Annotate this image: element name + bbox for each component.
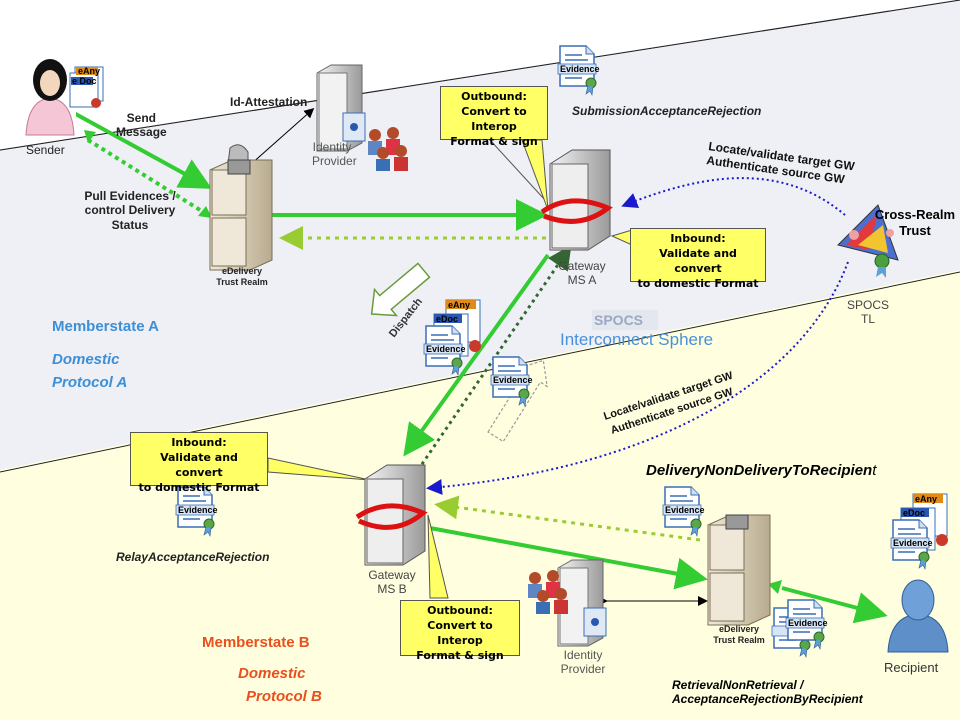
recipient-icon (887, 579, 949, 653)
edelivery-a-label: eDelivery Trust Realm (216, 266, 268, 287)
svg-text:Evidence: Evidence (665, 505, 705, 515)
svg-text:eAny: eAny (448, 300, 470, 310)
edelivery-b-server (707, 514, 771, 626)
domestic-b-label: Domestic (238, 665, 306, 682)
id-attestation-label: Id-Attestation (230, 95, 308, 109)
spocs-logo (592, 310, 658, 330)
svg-text:eAny: eAny (915, 494, 937, 504)
gateway-b-server (355, 464, 428, 566)
protocol-a-label: Protocol A (52, 374, 128, 391)
sender-label: Sender (26, 143, 65, 157)
dispatch-arrow (370, 262, 431, 317)
interconnect-band (0, 0, 960, 470)
spocs-tl-label: SPOCS TL (846, 298, 889, 327)
relay-evidence-label: RelayAcceptanceRejection (116, 550, 270, 564)
id-attestation-arrow (241, 108, 315, 174)
edelivery-a-server (209, 144, 273, 271)
svg-text:Evidence: Evidence (426, 344, 466, 354)
sender-icon (22, 57, 76, 137)
inbound-b-callout: Inbound: Validate and convert to domesti… (130, 432, 268, 494)
svg-text:Evidence: Evidence (560, 64, 600, 74)
evidence-doc-submission: Evidence (557, 45, 600, 96)
inbound-a-callout: Inbound: Validate and convert to domesti… (630, 228, 766, 290)
svg-text:Evidence: Evidence (178, 505, 218, 515)
interconnect-sphere-label: Interconnect Sphere (560, 330, 714, 349)
memberstate-b-label: Memberstate B (202, 634, 310, 651)
identity-people-a (368, 127, 408, 171)
edelivery-b-label: eDelivery Trust Realm (713, 624, 765, 645)
send-message-arrow (71, 110, 213, 189)
sender-edoc-label: e Doc (72, 76, 97, 86)
delivery-evidence-label: DeliveryNonDeliveryToRecipient (646, 462, 877, 479)
identity-provider-a-server (316, 64, 366, 152)
memberstate-a-label: Memberstate A (52, 318, 159, 335)
recipient-doc-stack: eAny eDoc Evidence (890, 493, 948, 570)
outbound-a-callout: Outbound: Convert to Interop Format & si… (440, 86, 548, 148)
gateway-a-to-b-arrow (403, 253, 550, 457)
locate-gw-b-arrow (426, 261, 849, 495)
outbound-b-callout: Outbound: Convert to Interop Format & si… (400, 600, 520, 662)
svg-text:eDoc: eDoc (903, 508, 925, 518)
evidence-doc-relay: Evidence (175, 486, 218, 537)
identity-provider-b-label: Identity Provider (560, 648, 606, 677)
pull-evidences-label: Pull Evidences / control Delivery Status (84, 189, 176, 232)
identity-provider-b-server (557, 559, 607, 647)
evidence-doc-retrieval-2: Evidence (785, 599, 828, 650)
retrieval-evidence-label: RetrievalNonRetrieval / AcceptanceReject… (672, 678, 863, 707)
from-edelivery-b-arrow (434, 495, 701, 542)
sender-eany-label: eAny (78, 66, 100, 76)
domestic-a-label: Domestic (52, 351, 120, 368)
svg-text:Evidence: Evidence (493, 375, 533, 385)
identity-provider-a-label: Identity Provider (312, 140, 357, 169)
submission-evidence-label: SubmissionAcceptanceRejection (572, 104, 762, 118)
svg-text:eDoc: eDoc (436, 314, 458, 324)
spocs-logo-text: SPOCS (594, 312, 643, 328)
gateway-a-label: Gateway MS A (558, 259, 606, 288)
to-edelivery-b-arrow (429, 526, 708, 590)
sender-docs (69, 66, 104, 108)
dispatch-doc-stack: eAny eDoc Evidence (423, 299, 481, 376)
cross-realm-trust-label: Cross-Realm Trust (874, 207, 956, 238)
identity-people-b (528, 570, 568, 614)
evidence-doc-interconnect: Evidence (490, 356, 533, 407)
protocol-b-label: Protocol B (246, 688, 322, 705)
svg-text:Evidence: Evidence (893, 538, 933, 548)
recipient-label: Recipient (884, 660, 939, 675)
gateway-a-server (540, 149, 613, 251)
spocs-tl-icon (837, 204, 899, 278)
to-recipient-arrow (781, 586, 888, 624)
gateway-b-label: Gateway MS B (368, 568, 416, 597)
svg-text:Evidence: Evidence (788, 618, 828, 628)
locate-gw-a-arrow (621, 177, 846, 216)
send-message-label: Send Message (116, 111, 167, 140)
evidence-doc-delivery: Evidence (662, 486, 705, 537)
